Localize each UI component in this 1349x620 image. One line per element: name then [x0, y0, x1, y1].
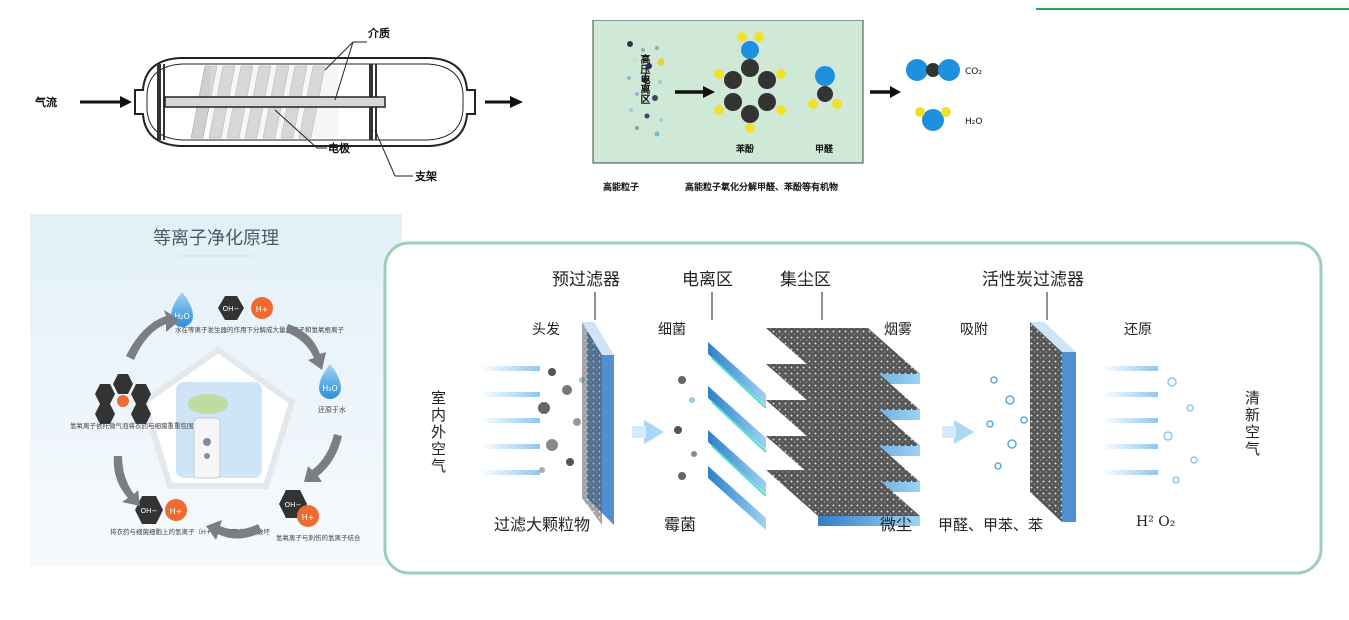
carbon-filter-label: 活性炭过滤器: [982, 270, 1084, 290]
ionization-plates: [708, 342, 767, 530]
svg-text:OH−: OH−: [141, 507, 158, 515]
svg-text:OH−: OH−: [285, 501, 302, 509]
co2-molecule: [906, 59, 960, 81]
step3-text: 氢氧离子与刺伤的氢离子结合: [276, 533, 361, 542]
incoming-air-streaks: [480, 366, 540, 475]
h2o-molecule: [915, 107, 951, 131]
oh-hplus-bottom-left: OH− H+: [135, 496, 187, 524]
support-label: 支架: [414, 169, 437, 183]
oh-hplus-bottom-right: OH− H+: [279, 490, 319, 527]
caption-left: 高能粒子: [603, 181, 639, 193]
filtration-panel: 预过滤器 电离区 集尘区 活性炭过滤器 头发 细菌 烟雾 吸附 还原 室内外空气…: [383, 241, 1323, 575]
oh-cluster-left: [95, 374, 151, 424]
high-energy-particles: [627, 41, 665, 137]
prefilter-label: 预过滤器: [552, 270, 620, 290]
bacteria-particles: [674, 376, 697, 480]
svg-text:H₂O: H₂O: [322, 384, 338, 393]
phenol-molecule: [714, 32, 786, 133]
electrode-label: 电极: [328, 141, 351, 155]
formaldehyde-molecule: [808, 66, 842, 109]
dust-particles-label: 微尘: [880, 515, 912, 534]
medium-label: 介质: [367, 26, 390, 40]
electrode-bar: [164, 96, 386, 108]
co2-label: CO₂: [965, 67, 982, 77]
formaldehyde-label: 甲醛: [815, 143, 834, 155]
ionization-label: 电离区: [682, 270, 733, 290]
plasma-title: 等离子净化原理: [153, 228, 279, 249]
step4-text: 将衣药与细菌细胞上的氢离子（H+）夺取下来将其破坏: [110, 527, 270, 536]
clean-air-streaks: [1102, 366, 1158, 475]
mold-label: 霉菌: [664, 515, 696, 534]
large-particles-label: 过滤大颗粒物: [494, 515, 590, 534]
step1-text: 水在等离子发生器的作用下分解成大量氢离子和氢氧根离子: [175, 325, 345, 334]
caption-right: 高能粒子氧化分解甲醛、苯酚等有机物: [685, 181, 838, 193]
airflow-label: 气流: [35, 95, 57, 109]
indoor-air-label: 室内外空气: [429, 390, 447, 475]
bacteria-label: 细菌: [658, 322, 686, 338]
reactor-diagram: 气流 介质 电极 支架: [35, 26, 523, 183]
step2-text: 还原于水: [318, 405, 346, 414]
plasma-principle-panel: 等离子净化原理 H₂O OH− H+ 水在等离子发生器的作用下分解成大量氢离子和…: [30, 214, 402, 566]
cycle-arrows: [113, 310, 342, 540]
oh-hplus-top: OH− H+: [218, 296, 273, 320]
smoke-label: 烟雾: [884, 322, 912, 338]
svg-text:H+: H+: [170, 507, 183, 516]
prefilter-panel: [582, 322, 602, 525]
voc-label: 甲醛、甲苯、苯: [938, 516, 1043, 534]
hair-label: 头发: [532, 322, 560, 338]
carbon-filter-panel: [1030, 322, 1062, 522]
h2o-label: H₂O: [965, 117, 982, 127]
clean-air-bubbles: [1163, 377, 1198, 484]
reduce-label: 还原: [1124, 322, 1152, 338]
svg-text:OH−: OH−: [223, 305, 240, 313]
output-label: H² O₂: [1136, 514, 1175, 530]
svg-text:H+: H+: [302, 513, 315, 522]
svg-text:H₂O: H₂O: [174, 312, 190, 321]
h2o-drop-right: H₂O: [319, 364, 341, 399]
dust-collector-stack: [766, 328, 920, 526]
step5-text: 氢氧离子依托微气泡将衣药与细菌重重包围: [70, 421, 194, 430]
phenol-label: 苯酚: [735, 143, 755, 155]
oxidation-diagram: 高压电离区 苯酚 甲醛 CO₂: [592, 20, 982, 193]
top-divider-line: [1036, 8, 1349, 10]
voc-bubbles: [986, 376, 1028, 470]
clean-air-label: 清新空气: [1243, 390, 1261, 458]
svg-text:H+: H+: [256, 305, 269, 314]
dust-collection-label: 集尘区: [780, 270, 831, 290]
adsorb-label: 吸附: [960, 322, 988, 338]
large-particles: [538, 368, 585, 473]
